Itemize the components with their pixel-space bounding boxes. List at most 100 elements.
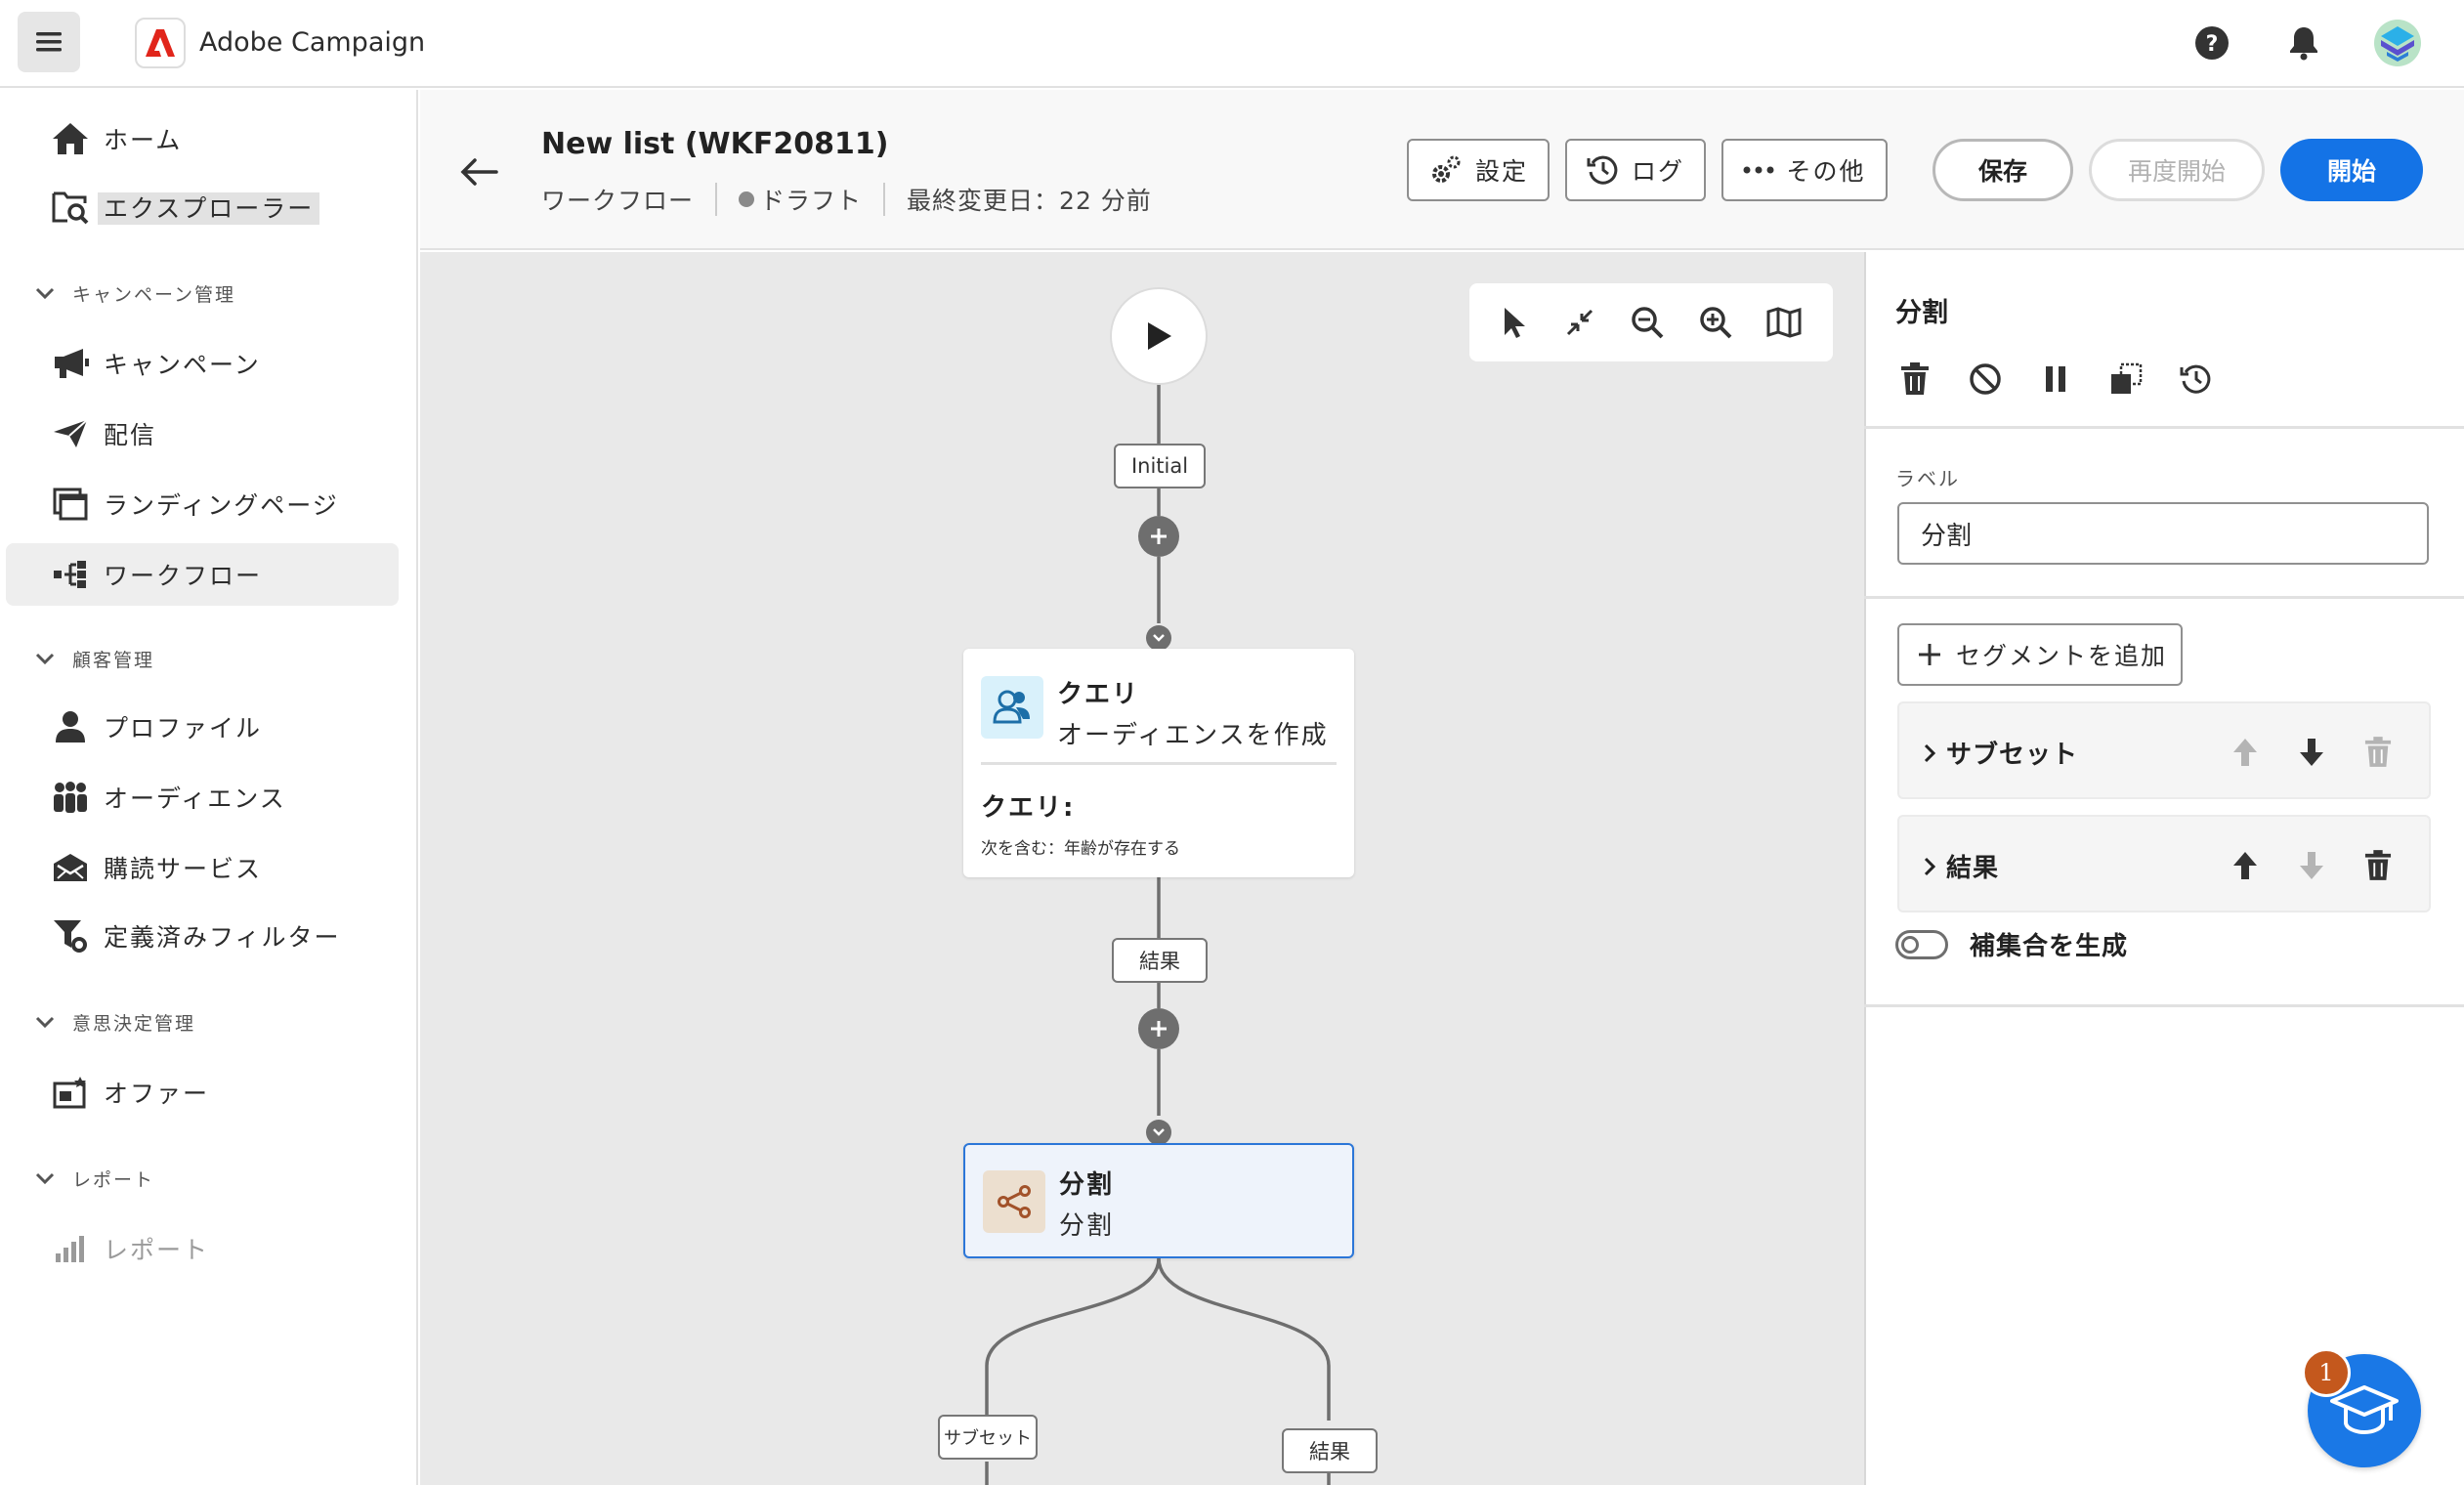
complement-toggle[interactable]	[1895, 930, 1948, 959]
filter-icon	[51, 916, 90, 955]
split-icon	[983, 1170, 1045, 1233]
segment-item[interactable]: サブセット	[1897, 701, 2431, 799]
sidebar-item-audiences[interactable]: オーディエンス	[6, 766, 399, 828]
transition-tag-result[interactable]: 結果	[1112, 938, 1208, 983]
start-node[interactable]	[1112, 289, 1206, 383]
sidebar-item-label: ランディングページ	[104, 491, 339, 520]
menu-icon[interactable]	[18, 12, 80, 72]
gear-icon	[1431, 155, 1461, 183]
segment-item[interactable]: 結果	[1897, 815, 2431, 912]
card-divider	[981, 762, 1337, 765]
sidebar-item-offers[interactable]: オファー	[6, 1061, 399, 1124]
plus-icon	[1919, 644, 1940, 665]
query-heading: クエリ:	[981, 793, 1076, 823]
section-campaign-toggle[interactable]: キャンペーン管理	[35, 274, 235, 313]
map-icon[interactable]	[1766, 307, 1802, 338]
pointer-icon[interactable]	[1501, 306, 1530, 339]
pause-icon[interactable]	[2036, 360, 2075, 399]
query-activity-card[interactable]: クエリ オーディエンスを作成 クエリ: 次を含む：年齢が存在する	[963, 649, 1354, 877]
zoom-out-icon[interactable]	[1631, 306, 1664, 339]
sidebar-item-explorer[interactable]: エクスプローラー	[6, 176, 399, 238]
delete-icon[interactable]	[1895, 360, 1934, 399]
save-button[interactable]: 保存	[1933, 139, 2073, 201]
help-icon[interactable]: ?	[2188, 20, 2235, 66]
move-up-icon[interactable]	[2226, 733, 2265, 772]
segment-toggle[interactable]: 結果	[1923, 848, 1999, 884]
bar-chart-icon	[51, 1229, 90, 1268]
logs-button[interactable]: ログ	[1565, 139, 1706, 201]
chevron-down-icon	[35, 287, 55, 300]
divider	[715, 183, 718, 216]
segment-toggle[interactable]: サブセット	[1923, 735, 2078, 771]
add-activity-icon[interactable]	[1138, 1008, 1179, 1049]
workflow-meta: ワークフロー ドラフト 最終変更日：22 分前	[541, 182, 1152, 217]
avatar[interactable]	[2372, 18, 2423, 68]
sidebar-item-campaigns[interactable]: キャンペーン	[6, 332, 399, 395]
graduation-cap-icon	[2330, 1385, 2399, 1435]
section-label: 顧客管理	[72, 649, 155, 671]
back-arrow-icon[interactable]	[453, 147, 504, 197]
sidebar-item-reports[interactable]: レポート	[6, 1217, 399, 1280]
chevron-down-icon	[1146, 1120, 1171, 1145]
move-up-icon[interactable]	[2226, 846, 2265, 885]
sidebar-item-label: オーディエンス	[104, 785, 286, 813]
user-icon	[51, 707, 90, 746]
restart-button[interactable]: 再度開始	[2089, 139, 2265, 201]
add-segment-button[interactable]: セグメントを追加	[1897, 623, 2183, 686]
sidebar-item-profiles[interactable]: プロファイル	[6, 696, 399, 758]
disable-icon[interactable]	[1966, 360, 2005, 399]
move-down-icon[interactable]	[2292, 846, 2331, 885]
chevron-down-icon	[1146, 625, 1171, 651]
zoom-in-icon[interactable]	[1699, 306, 1732, 339]
segment-label: サブセット	[1946, 741, 2079, 770]
query-rule: 次を含む：年齢が存在する	[981, 839, 1180, 859]
top-bar	[0, 0, 2464, 88]
svg-text:?: ?	[2206, 32, 2219, 57]
play-icon	[1148, 322, 1171, 350]
start-button[interactable]: 開始	[2280, 139, 2423, 201]
section-reports-toggle[interactable]: レポート	[35, 1159, 154, 1198]
copy-icon[interactable]	[2106, 360, 2145, 399]
split-activity-card[interactable]: 分割 分割	[963, 1143, 1354, 1258]
settings-button[interactable]: 設定	[1407, 139, 1550, 201]
more-button[interactable]: その他	[1721, 139, 1888, 201]
sidebar-item-landing-pages[interactable]: ランディングページ	[6, 473, 399, 535]
status-badge: ドラフト	[760, 187, 863, 215]
sidebar-item-label: ワークフロー	[104, 562, 263, 590]
sidebar-item-workflows[interactable]: ワークフロー	[6, 543, 399, 606]
sidebar-item-subscriptions[interactable]: 購読サービス	[6, 836, 399, 899]
sidebar-item-label: 購読サービス	[104, 855, 263, 883]
sidebar-item-label: 配信	[104, 421, 157, 449]
send-icon	[51, 414, 90, 453]
delete-segment-icon[interactable]	[2358, 733, 2398, 772]
sidebar-item-deliveries[interactable]: 配信	[6, 403, 399, 465]
pages-icon	[51, 485, 90, 524]
audience-icon	[51, 778, 90, 817]
panel-divider	[1864, 1004, 2464, 1007]
sidebar-item-filters[interactable]: 定義済みフィルター	[6, 905, 399, 967]
section-label: レポート	[72, 1168, 155, 1191]
sidebar-item-label: オファー	[104, 1080, 210, 1108]
sidebar-item-home[interactable]: ホーム	[6, 107, 399, 170]
app-title[interactable]: Adobe Campaign	[199, 27, 426, 58]
panel-divider	[1864, 426, 2464, 429]
offer-icon	[51, 1073, 90, 1112]
sidebar-item-label: 定義済みフィルター	[104, 923, 341, 952]
panel-title: 分割	[1895, 298, 1948, 328]
label-input[interactable]	[1897, 502, 2429, 565]
move-down-icon[interactable]	[2292, 733, 2331, 772]
history-icon[interactable]	[2177, 360, 2216, 399]
add-activity-icon[interactable]	[1138, 516, 1179, 557]
adobe-logo-icon[interactable]	[135, 18, 186, 68]
section-customer-toggle[interactable]: 顧客管理	[35, 639, 154, 678]
transition-tag-subset[interactable]: サブセット	[938, 1415, 1038, 1460]
section-decision-toggle[interactable]: 意思決定管理	[35, 1002, 195, 1041]
label-caption: ラベル	[1895, 467, 1960, 490]
delete-segment-icon[interactable]	[2358, 846, 2398, 885]
chevron-down-icon	[35, 1016, 55, 1029]
bell-icon[interactable]	[2280, 20, 2327, 66]
transition-tag-initial[interactable]: Initial	[1114, 444, 1206, 488]
transition-tag-result-2[interactable]: 結果	[1282, 1428, 1378, 1473]
collapse-icon[interactable]	[1564, 307, 1595, 338]
card-subtitle: 分割	[1059, 1211, 1115, 1241]
